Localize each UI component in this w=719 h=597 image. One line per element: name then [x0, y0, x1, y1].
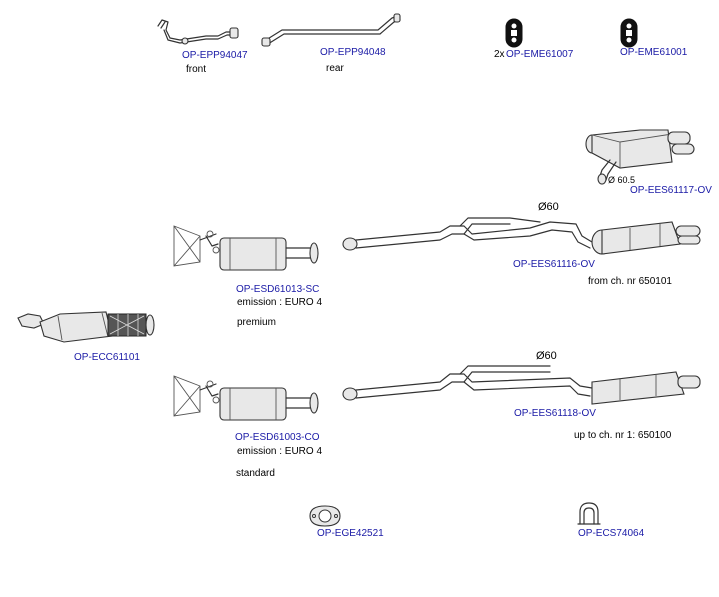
- emission-note-standard: emission : EURO 4: [237, 446, 323, 457]
- center-rear-exhaust-new-drawing[interactable]: [340, 196, 706, 266]
- rubber-mount-eme61007-drawing[interactable]: [505, 18, 523, 48]
- part-code-ees61116[interactable]: OP-EES61116-OV: [513, 259, 595, 270]
- part-code-ees61118[interactable]: OP-EES61118-OV: [514, 408, 596, 419]
- part-code-epp94048[interactable]: OP-EPP94048: [320, 47, 386, 58]
- note-premium: premium: [237, 317, 276, 328]
- emission-note-premium: emission : EURO 4: [237, 297, 323, 308]
- center-rear-exhaust-old-drawing[interactable]: [340, 350, 706, 412]
- part-code-eme61001[interactable]: OP-EME61001: [620, 47, 688, 58]
- note-standard: standard: [236, 468, 275, 479]
- part-code-ege42521[interactable]: OP-EGE42521: [317, 528, 384, 539]
- rear-pipe-drawing[interactable]: [258, 12, 404, 50]
- catalytic-converter-drawing[interactable]: [14, 306, 156, 352]
- dimension-60-5: Ø 60.5: [608, 175, 636, 185]
- dimension-60-new: Ø60: [538, 201, 559, 213]
- rear-silencer-drawing[interactable]: [580, 124, 700, 186]
- part-code-epp94047[interactable]: OP-EPP94047: [182, 50, 248, 61]
- part-code-esd61003[interactable]: OP-ESD61003-CO: [235, 432, 320, 443]
- part-code-esd61013[interactable]: OP-ESD61013-SC: [236, 284, 320, 295]
- dimension-60-old: Ø60: [536, 350, 557, 362]
- note-rear: rear: [326, 63, 344, 74]
- front-pipe-drawing[interactable]: [152, 14, 242, 48]
- particulate-filter-premium-drawing[interactable]: [170, 214, 326, 278]
- particulate-filter-standard-drawing[interactable]: [170, 364, 326, 428]
- clamp-drawing[interactable]: [576, 500, 602, 528]
- rubber-mount-eme61001-drawing[interactable]: [620, 18, 638, 48]
- part-code-ecc61101[interactable]: OP-ECC61101: [74, 352, 140, 363]
- note-from-chassis: from ch. nr 650101: [588, 276, 672, 287]
- quantity-prefix: 2x: [494, 49, 505, 60]
- gasket-drawing[interactable]: [308, 504, 342, 528]
- part-code-ecs74064[interactable]: OP-ECS74064: [578, 528, 645, 539]
- part-code-eme61007[interactable]: OP-EME61007: [506, 49, 574, 60]
- part-code-ees61117[interactable]: OP-EES61117-OV: [630, 185, 712, 196]
- note-up-to-chassis: up to ch. nr 1: 650100: [574, 430, 672, 441]
- note-front: front: [186, 64, 207, 75]
